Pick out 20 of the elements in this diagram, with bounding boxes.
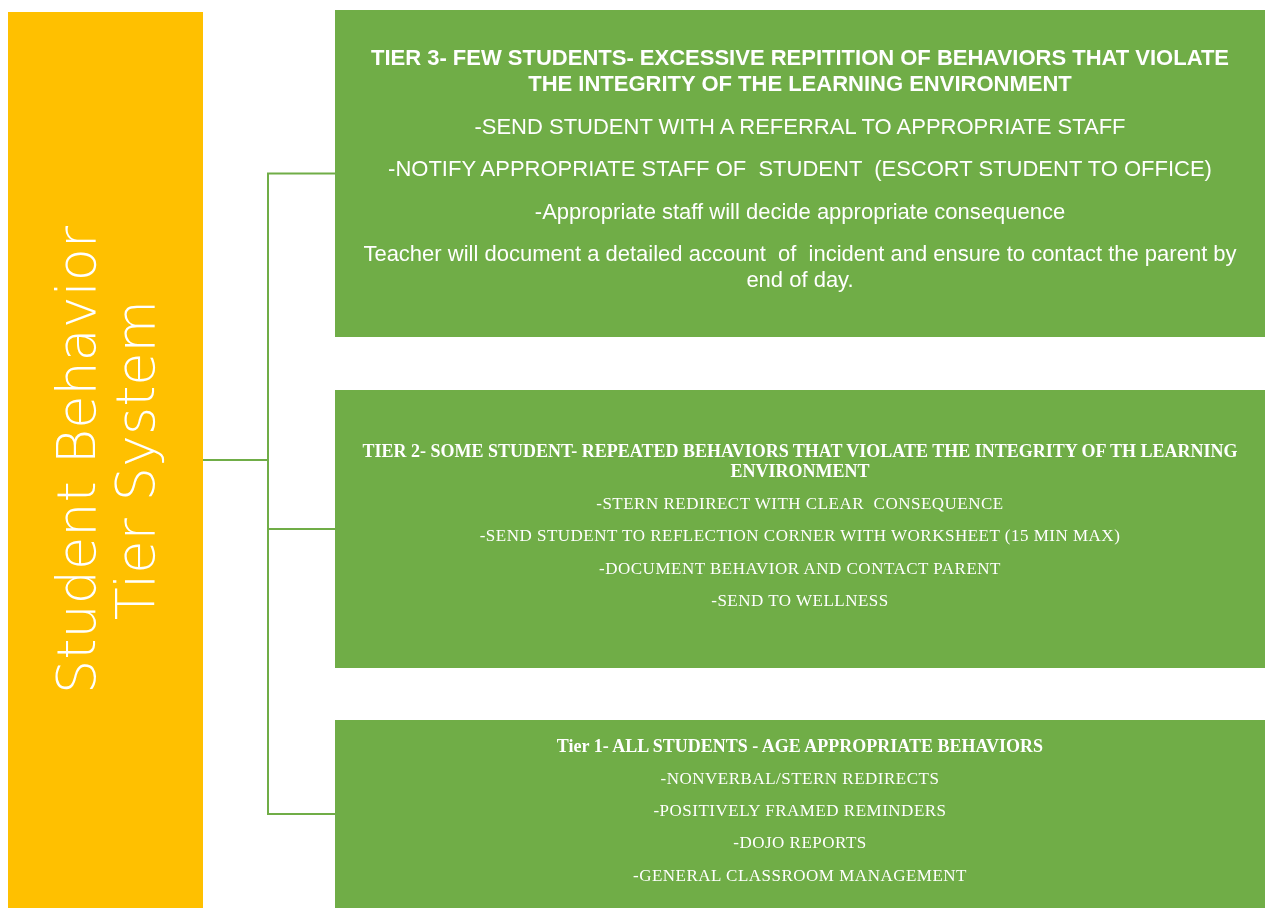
tier-action: -GENERAL CLASSROOM MANAGEMENT (632, 865, 967, 887)
tier-action: -SEND STUDENT TO REFLECTION CORNER WITH WORKSHEET (15 MIN MAX) (479, 526, 1121, 547)
tier-heading: TIER 3- FEW STUDENTS- EXCESSIVE REPITITION OF BEHAVIORS THAT VIOLATE THE INTEGRITY OF THE LEARNING ENVIRONMENT (369, 45, 1231, 96)
tier-box (335, 10, 1265, 337)
node-label: Student Behavior Tier System (46, 225, 165, 696)
tier-action: -STERN REDIRECT WITH CLEAR CONSEQUENCE (596, 493, 1004, 515)
tier-heading: TIER 2- SOME STUDENT- REPEATED BEHAVIORS THAT VIOLATE THE INTEGRITY OF TH LEARNING ENVIRONMENT (361, 440, 1239, 482)
tier-action: -SEND TO WELLNESS (711, 591, 889, 612)
tier-action: -Appropriate staff will decide appropriate consequence (534, 198, 1066, 225)
tier-action: -NOTIFY APPROPRIATE STAFF OF STUDENT (ESCORT STUDENT TO OFFICE) (388, 156, 1212, 183)
title-bar (8, 12, 203, 908)
tier-heading: Tier 1- ALL STUDENTS - AGE APPROPRIATE BEHAVIORS (556, 735, 1044, 757)
tier-box (335, 390, 1265, 668)
tier-action: -POSITIVELY FRAMED REMINDERS (653, 800, 947, 822)
tier-action: -SEND STUDENT WITH A REFERRAL TO APPROPRIATE STAFF (474, 113, 1126, 141)
tier-box (335, 720, 1265, 908)
tier-action: -NONVERBAL/STERN REDIRECTS (660, 768, 940, 789)
tier-action: -DOCUMENT BEHAVIOR AND CONTACT PARENT (599, 558, 1001, 580)
tier-action: -DOJO REPORTS (733, 833, 867, 854)
tier-action: Teacher will document a detailed account of incident and ensure to contact the parent by end of day. (362, 241, 1238, 294)
